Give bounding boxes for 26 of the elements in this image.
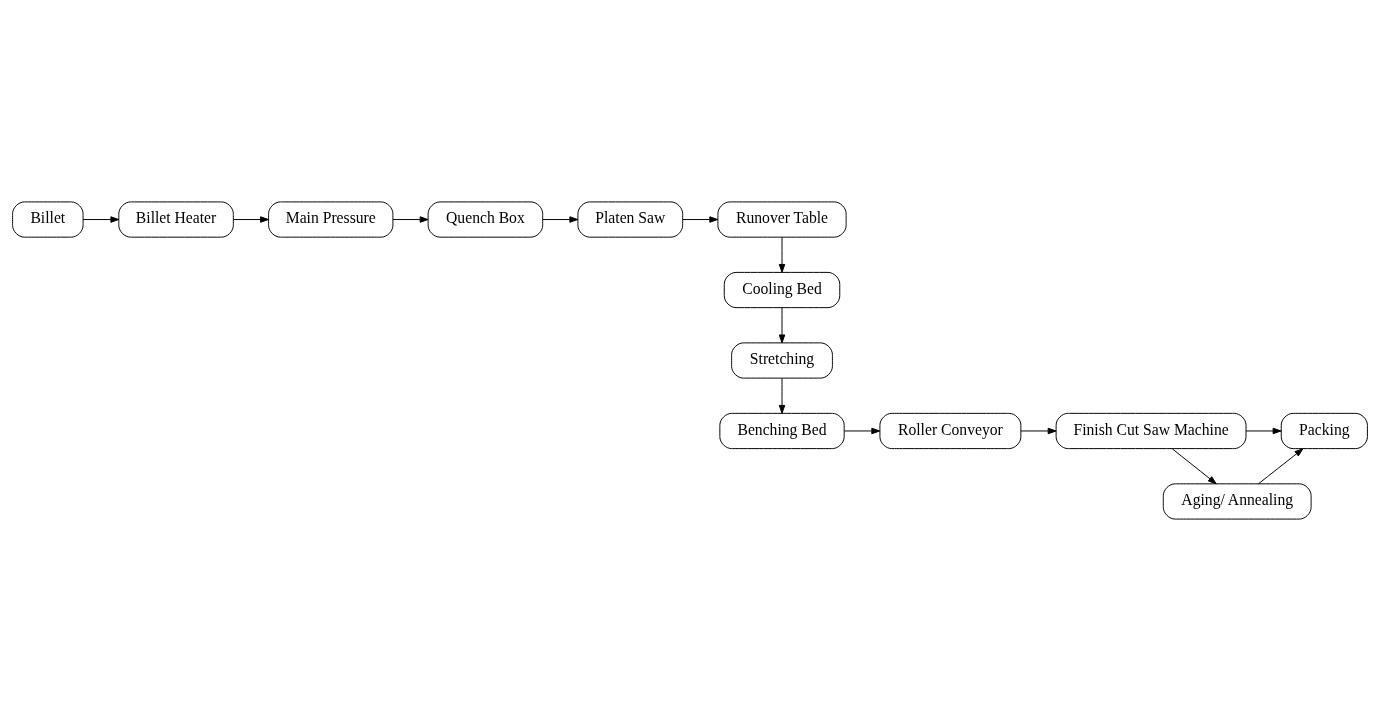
node-box: Main Pressure: [268, 201, 394, 238]
node-box: Quench Box: [427, 201, 544, 238]
node-box: Platen Saw: [577, 201, 684, 238]
arrow: [1171, 448, 1217, 485]
node-box: Benching Bed: [719, 412, 845, 450]
arrow: [392, 216, 429, 223]
arrow: [778, 236, 786, 273]
node-box: Finish Cut Saw Machine: [1055, 412, 1247, 450]
node-box: Billet: [12, 201, 84, 238]
node-box: Runover Table: [717, 201, 847, 238]
arrow: [542, 216, 579, 223]
arrow: [844, 427, 881, 435]
arrow: [1020, 427, 1057, 435]
node-box: Packing: [1280, 412, 1368, 450]
node-box: Roller Conveyor: [879, 412, 1022, 450]
node-box: Aging/ Annealing: [1162, 483, 1312, 520]
node-box: Billet Heater: [118, 201, 234, 238]
arrow: [778, 377, 786, 414]
arrow: [1245, 427, 1282, 435]
node-box: Stretching: [731, 342, 833, 379]
node-box: Cooling Bed: [723, 271, 841, 309]
arrow: [778, 307, 786, 344]
arrow: [232, 216, 269, 223]
arrow: [1258, 448, 1304, 485]
arrow: [682, 216, 719, 223]
arrow: [82, 216, 120, 223]
